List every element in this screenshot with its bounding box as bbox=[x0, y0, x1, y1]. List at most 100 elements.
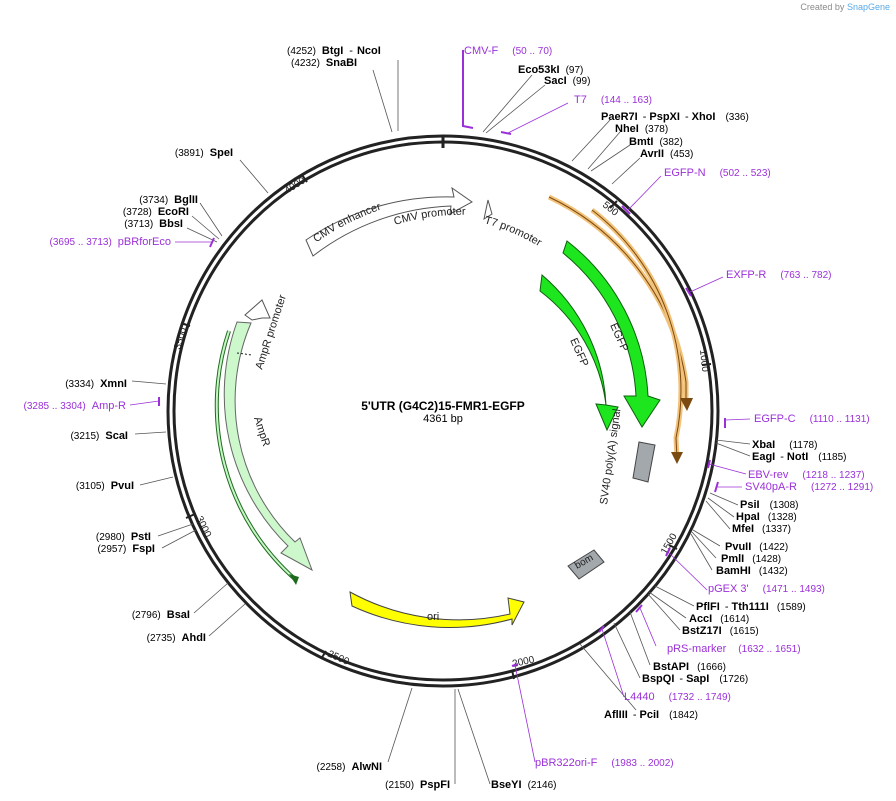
orf-arcs[interactable] bbox=[547, 194, 693, 464]
site-eagi-noti[interactable]: EagI-NotI(1185) bbox=[752, 451, 846, 463]
site-hpai[interactable]: HpaI(1328) bbox=[736, 511, 797, 523]
primer-sv40pa-r[interactable]: SV40pA-R (1272 .. 1291) bbox=[745, 481, 873, 493]
primer-range: (3285 .. 3304) bbox=[24, 401, 86, 412]
primer-exfp-r[interactable]: EXFP-R(763 .. 782) bbox=[726, 269, 832, 281]
site-bmti[interactable]: BmtI(382) bbox=[629, 136, 683, 148]
primer-mark-l4440 bbox=[598, 625, 605, 633]
site-xmni[interactable]: (3334)XmnI bbox=[65, 378, 127, 390]
site-pos: (2957) bbox=[97, 544, 126, 555]
site-mfei[interactable]: MfeI(1337) bbox=[732, 523, 791, 535]
site-ecori[interactable]: (3728)EcoRI bbox=[123, 206, 189, 218]
primer-l4440[interactable]: L4440(1732 .. 1749) bbox=[624, 691, 731, 703]
site-name: NheI bbox=[615, 123, 639, 135]
primer-egfp-c[interactable]: EGFP-C(1110 .. 1131) bbox=[754, 413, 870, 425]
bom-box[interactable] bbox=[567, 549, 605, 580]
leader-bmti bbox=[590, 144, 631, 172]
site-bseyi[interactable]: BseYI(2146) bbox=[491, 779, 556, 791]
site-name: BseYI bbox=[491, 779, 522, 791]
plasmid-size: 4361 bp bbox=[423, 413, 463, 425]
site-xhoi[interactable]: PaeR7I-PspXI-XhoI(336) bbox=[601, 111, 749, 123]
credit-prefix: Created by bbox=[800, 2, 845, 12]
site-psti[interactable]: (2980)PstI bbox=[96, 531, 151, 543]
site-afliii-pcii[interactable]: AflIII-PciI(1842) bbox=[604, 709, 698, 721]
leader-fspi bbox=[161, 529, 197, 549]
primer-pgex[interactable]: pGEX 3'(1471 .. 1493) bbox=[708, 583, 825, 595]
leader-afliii bbox=[579, 643, 637, 711]
primer-ebv-rev[interactable]: EBV-rev(1218 .. 1237) bbox=[748, 469, 865, 481]
primer-cmv-f[interactable]: CMV-F(50 .. 70) bbox=[464, 45, 552, 57]
site-psii[interactable]: PsiI(1308) bbox=[740, 499, 798, 511]
site-pos: (1185) bbox=[818, 452, 846, 463]
snapgene-credit: Created by SnapGene bbox=[800, 2, 890, 12]
site-spei[interactable]: (3891)SpeI bbox=[175, 147, 233, 159]
site-name: PspFI bbox=[420, 779, 450, 791]
site-sep: - bbox=[685, 111, 689, 123]
site-pvuii[interactable]: PvuII(1422) bbox=[725, 541, 788, 553]
t7-promoter-arrow[interactable] bbox=[483, 199, 493, 221]
primer-range: (3695 .. 3713) bbox=[50, 237, 112, 248]
tick-label-1000: 1000 bbox=[697, 349, 710, 373]
site-pvui[interactable]: (3105)PvuI bbox=[76, 480, 134, 492]
site-pmli[interactable]: PmlI(1428) bbox=[721, 553, 781, 565]
site-saci[interactable]: SacI(99) bbox=[544, 75, 590, 87]
site-eco53ki[interactable]: Eco53kI(97) bbox=[518, 64, 583, 76]
primer-pbr322ori-f[interactable]: pBR322ori-F(1983 .. 2002) bbox=[535, 757, 674, 769]
site-sep: - bbox=[643, 111, 647, 123]
site-alwni[interactable]: (2258)AlwNI bbox=[317, 761, 382, 773]
primer-mark-sv40pa-r bbox=[714, 481, 719, 493]
ampr-arrow[interactable] bbox=[223, 321, 313, 572]
site-ahdi[interactable]: (2735)AhdI bbox=[147, 632, 206, 644]
site-avrii[interactable]: AvrII(453) bbox=[640, 148, 693, 160]
primer-prs-marker[interactable]: pRS-marker(1632 .. 1651) bbox=[667, 643, 801, 655]
site-name: BspQI bbox=[642, 673, 674, 685]
site-name: PspXI bbox=[649, 111, 680, 123]
site-fspi[interactable]: (2957) FspI bbox=[97, 543, 155, 555]
tick-2000 bbox=[511, 669, 515, 680]
site-pos: (1178) bbox=[789, 440, 817, 451]
primer-pbrforeco[interactable]: (3695 .. 3713)pBRforEco bbox=[50, 236, 171, 248]
snapgene-logo: SnapGene bbox=[846, 2, 890, 12]
site-bsai[interactable]: (2796)BsaI bbox=[132, 609, 190, 621]
leader-xhoi bbox=[571, 119, 611, 162]
site-bamhi[interactable]: BamHI(1432) bbox=[716, 565, 788, 577]
site-pflfi-tth111i[interactable]: PflFI-Tth111I(1589) bbox=[696, 601, 806, 613]
primer-mark-t7 bbox=[500, 131, 512, 135]
primer-leader-prs bbox=[639, 607, 657, 647]
leader-snabi bbox=[372, 69, 393, 133]
ampr-promoter-arrow[interactable] bbox=[244, 299, 271, 321]
site-bglii[interactable]: (3734)BglII bbox=[139, 194, 198, 206]
site-bstapi[interactable]: BstAPI(1666) bbox=[653, 661, 726, 673]
primer-range: (502 .. 523) bbox=[720, 168, 771, 179]
feature-cmv-enhancer[interactable] bbox=[305, 186, 473, 257]
primer-name: L4440 bbox=[624, 691, 655, 703]
leader-scai bbox=[134, 431, 167, 435]
site-btgi-ncoi[interactable]: (4252)BtgI-NcoI bbox=[287, 45, 381, 57]
primer-t7[interactable]: T7(144 .. 163) bbox=[574, 94, 652, 106]
primer-range: (1272 .. 1291) bbox=[811, 482, 873, 493]
site-name: BmtI bbox=[629, 136, 653, 148]
site-bbsi[interactable]: (3713)BbsI bbox=[124, 218, 183, 230]
site-name: FspI bbox=[132, 543, 155, 555]
egfp-arrow-inner[interactable] bbox=[539, 274, 619, 432]
site-pos: (378) bbox=[645, 124, 668, 135]
sv40-polya-box[interactable] bbox=[632, 441, 656, 483]
primer-egfp-n[interactable]: EGFP-N(502 .. 523) bbox=[664, 167, 771, 179]
primer-mark-prs bbox=[635, 604, 643, 613]
site-xbai[interactable]: XbaI(1178) bbox=[752, 439, 817, 451]
cmv-enhancer-arrow[interactable] bbox=[305, 186, 473, 257]
ori-arrow[interactable] bbox=[349, 591, 525, 628]
primer-name: EGFP-C bbox=[754, 413, 796, 425]
site-pspfi[interactable]: (2150)PspFI bbox=[385, 779, 450, 791]
primer-name: SV40pA-R bbox=[745, 481, 797, 493]
site-scai[interactable]: (3215)ScaI bbox=[70, 430, 128, 442]
primer-amp-r[interactable]: (3285 .. 3304)Amp-R bbox=[24, 400, 127, 412]
site-snabi[interactable]: (4232)SnaBI bbox=[291, 57, 357, 69]
site-bstz17i[interactable]: BstZ17I(1615) bbox=[682, 625, 759, 637]
site-name: Tth111I bbox=[732, 601, 769, 613]
site-nhei[interactable]: NheI (378) bbox=[615, 123, 668, 135]
site-name: AlwNI bbox=[351, 761, 382, 773]
site-bspqi-sapi[interactable]: BspQI-SapI(1726) bbox=[642, 673, 748, 685]
egfp-arrow-outer[interactable] bbox=[562, 240, 661, 428]
site-acci[interactable]: AccI(1614) bbox=[689, 613, 749, 625]
